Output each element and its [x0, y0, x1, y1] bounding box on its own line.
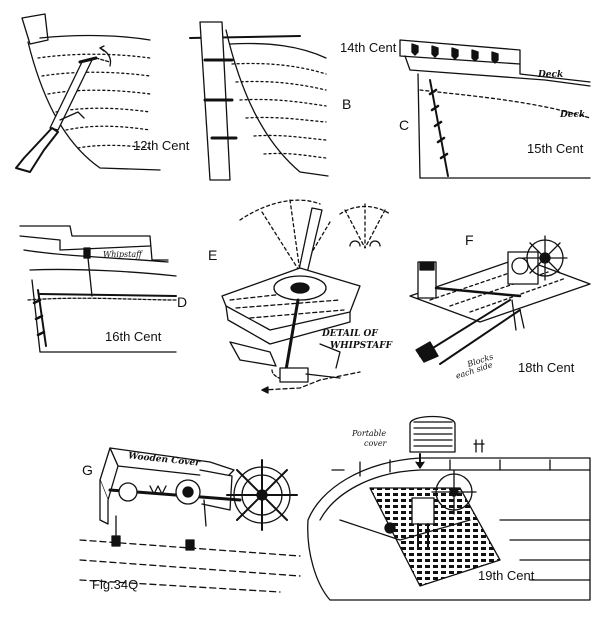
panel-e-drawing [221, 199, 391, 394]
panel-c-letter: C [399, 117, 410, 133]
figure-caption: Fig.34Q [92, 577, 139, 592]
panel-c-century-bottom: 15th Cent [527, 141, 584, 156]
panel-e-letter: E [208, 247, 218, 263]
panel-d-century: 16th Cent [105, 329, 162, 344]
panel-b-letter: B [342, 96, 352, 112]
panel-g-letter: G [82, 462, 93, 478]
panel-h-portable-label: Portable [352, 429, 387, 438]
panel-a-drawing [15, 13, 161, 173]
panel-c-deck-label-upper: Deck [538, 70, 564, 80]
panel-f-drawing [409, 235, 591, 365]
panel-h-cover-label: cover [364, 439, 387, 448]
panel-d-letter: D [177, 294, 188, 310]
panel-h-century: 19th Cent [478, 568, 535, 583]
panel-c-century-top: 14th Cent [340, 40, 397, 55]
panel-f-century: 18th Cent [518, 360, 575, 375]
panel-d-drawing [19, 225, 177, 353]
panel-h-drawing [307, 415, 591, 601]
panel-c-drawing [399, 39, 591, 179]
panel-b-drawing [189, 21, 329, 181]
panel-e-whipstaff-label: WHIPSTAFF [330, 341, 393, 351]
panel-a-century: 12th Cent [133, 138, 190, 153]
panel-d-whipstaff-label: Whipstaff [103, 250, 142, 259]
panel-f-letter: F [465, 232, 474, 248]
panel-c-deck-label-lower: Deck [560, 110, 586, 120]
panel-g-drawing [79, 447, 301, 593]
panel-e-detail-label: DETAIL OF [322, 329, 378, 339]
